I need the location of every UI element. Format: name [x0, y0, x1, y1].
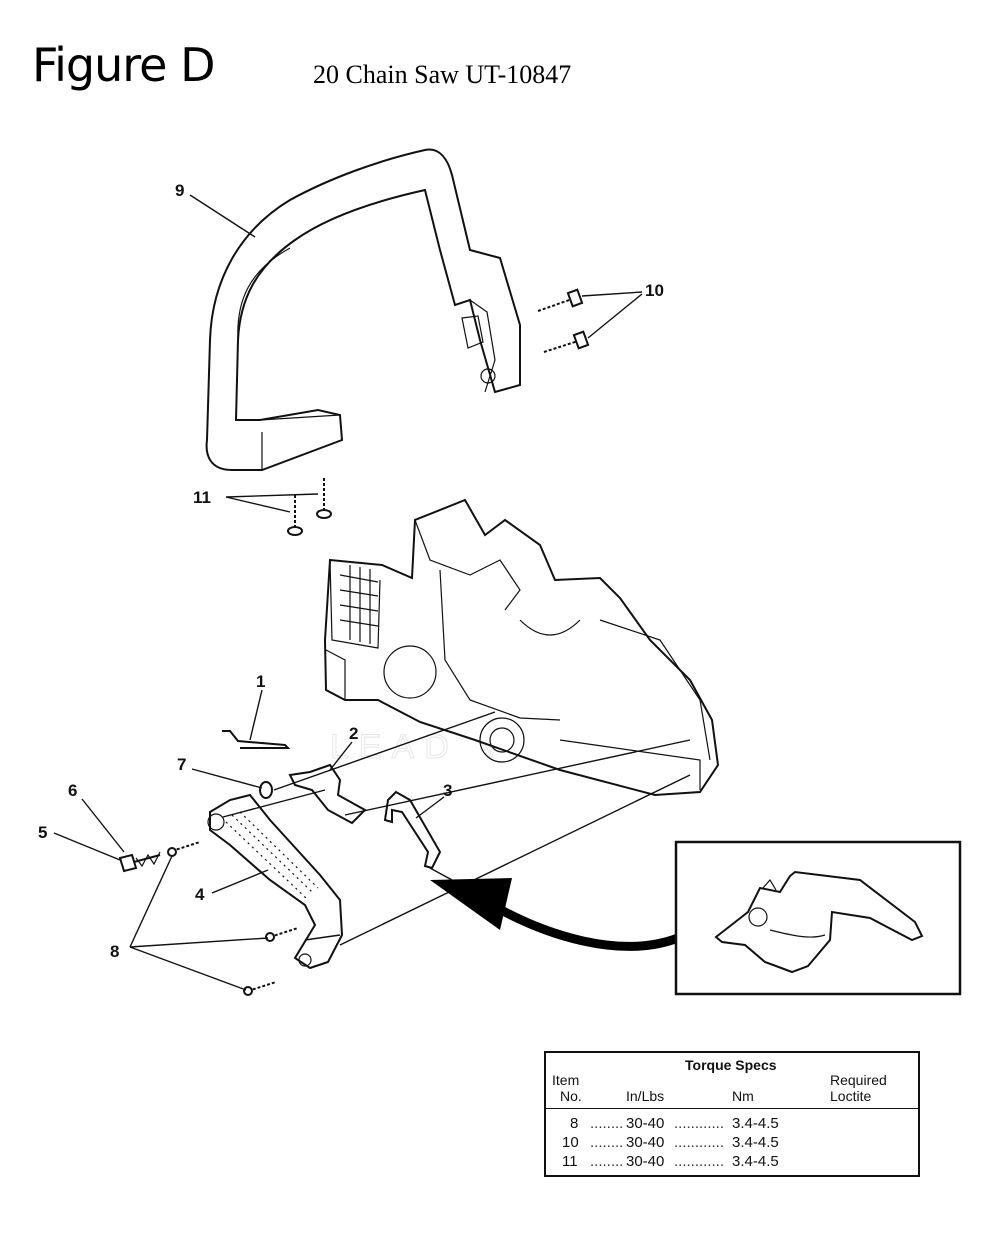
row-item: 8 — [570, 1115, 579, 1132]
col-loctite-header-line2: Loctite — [830, 1088, 872, 1104]
row-item: 10 — [562, 1134, 579, 1151]
callout-8: 8 — [110, 942, 119, 961]
wire-spring — [222, 730, 291, 749]
row-nm: 3.4-4.5 — [732, 1153, 779, 1170]
row-dots: ........ — [590, 1153, 624, 1170]
table-row: 11 ........ 30-40 ............ 3.4-4.5 — [546, 1153, 918, 1171]
leader-lines — [53, 194, 643, 991]
table-row: 10 ........ 30-40 ............ 3.4-4.5 — [546, 1134, 918, 1152]
row-item: 11 — [562, 1153, 578, 1170]
table-header-rule — [546, 1108, 918, 1109]
table-row: 8 ........ 30-40 ............ 3.4-4.5 — [546, 1115, 918, 1133]
row-dots: ........ — [590, 1134, 624, 1151]
bushing-spring — [135, 851, 161, 868]
col-item-header-line1: Item — [552, 1072, 580, 1088]
base-screws — [287, 478, 332, 536]
alignment-lines — [222, 711, 691, 946]
washer — [259, 781, 273, 799]
row-inlbs: 30-40 — [626, 1134, 665, 1151]
callout-10: 10 — [645, 281, 664, 300]
callout-2: 2 — [349, 724, 358, 743]
chainsaw-body — [323, 498, 720, 797]
callout-numbers: 9 10 11 1 2 3 7 6 5 4 8 — [38, 181, 664, 961]
callout-4: 4 — [195, 885, 205, 904]
figure-title: Figure D — [32, 38, 215, 92]
figure-subtitle: 20 Chain Saw UT-10847 — [313, 60, 572, 89]
detail-arrow — [429, 867, 680, 951]
chain-brake-handle — [207, 793, 344, 970]
handle-perforation — [225, 811, 319, 899]
row-nm: 3.4-4.5 — [732, 1115, 779, 1132]
front-handle-bar — [205, 148, 521, 471]
callout-5: 5 — [38, 823, 47, 842]
callout-11: 11 — [193, 488, 211, 507]
detail-inset — [674, 840, 962, 996]
callout-9: 9 — [175, 181, 184, 200]
brake-latch — [288, 763, 367, 825]
handle-screws — [537, 288, 590, 353]
row-dots: ............ — [674, 1153, 725, 1170]
row-dots: ........ — [590, 1115, 624, 1132]
col-nm-header: Nm — [732, 1088, 754, 1104]
row-dots: ............ — [674, 1115, 725, 1132]
torque-specs-table: Torque Specs Item No. In/Lbs Nm Required… — [544, 1051, 920, 1177]
callout-1: 1 — [256, 672, 265, 691]
col-loctite-header-line1: Required — [830, 1072, 887, 1088]
callout-7: 7 — [177, 755, 186, 774]
callout-3: 3 — [443, 781, 452, 800]
row-inlbs: 30-40 — [626, 1115, 665, 1132]
col-inlbs-header: In/Lbs — [626, 1088, 665, 1104]
callout-6: 6 — [68, 781, 77, 800]
col-item-header-line2: No. — [560, 1088, 582, 1104]
row-nm: 3.4-4.5 — [732, 1134, 779, 1151]
brake-spring — [383, 790, 442, 870]
row-dots: ............ — [674, 1134, 725, 1151]
torque-table-title: Torque Specs — [685, 1057, 777, 1073]
row-inlbs: 30-40 — [626, 1153, 665, 1170]
